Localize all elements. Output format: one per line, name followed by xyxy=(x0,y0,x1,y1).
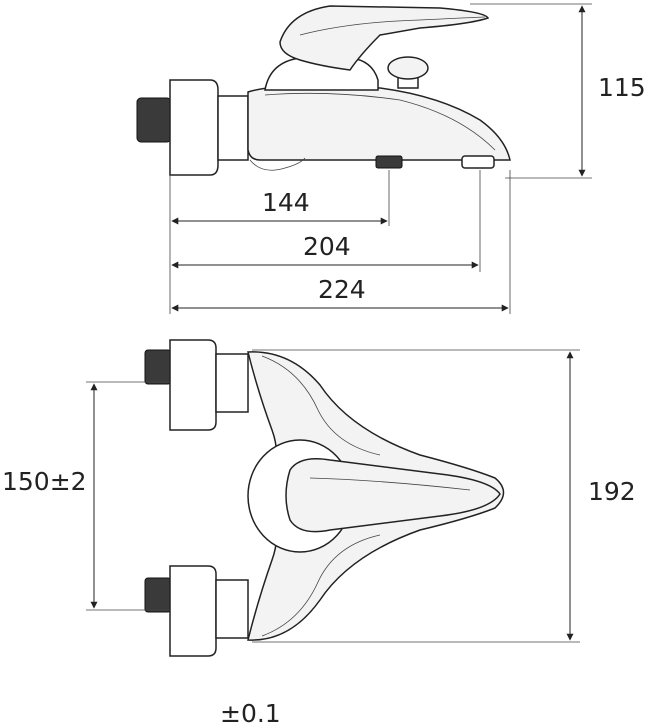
side-lever-detail xyxy=(299,16,486,36)
dim-204-label: 204 xyxy=(303,232,351,261)
side-spout-aerator xyxy=(461,155,495,169)
side-inlet-thread xyxy=(136,97,172,143)
side-body-highlight xyxy=(264,92,496,151)
top-body-contour-upper xyxy=(261,355,381,456)
side-body-underside xyxy=(249,157,306,171)
dim-144-label: 144 xyxy=(262,188,310,217)
side-view: 115 144 204 224 xyxy=(136,3,646,314)
top-escutcheon-lower xyxy=(169,565,217,657)
tolerance-note: ±0.1 xyxy=(220,699,281,727)
top-escutcheon-upper xyxy=(169,339,217,431)
side-shower-outlet xyxy=(375,155,403,169)
dim-224-label: 224 xyxy=(318,275,366,304)
top-connector-lower xyxy=(215,579,249,639)
top-inlet-upper-thread xyxy=(144,349,172,385)
width-label: 192 xyxy=(588,477,636,506)
side-diverter-knob xyxy=(387,56,429,80)
top-connector-upper xyxy=(215,353,249,413)
side-connector xyxy=(217,95,249,161)
top-view: 150±2 192 xyxy=(2,339,636,657)
side-escutcheon xyxy=(169,79,219,176)
centers-label: 150±2 xyxy=(2,467,87,496)
top-inlet-lower-thread xyxy=(144,577,172,613)
top-lever-detail xyxy=(309,477,471,491)
side-lever-handle xyxy=(279,5,490,71)
top-body-contour-lower xyxy=(261,534,381,637)
height-label: 115 xyxy=(598,73,646,102)
top-lever-handle xyxy=(285,458,501,533)
